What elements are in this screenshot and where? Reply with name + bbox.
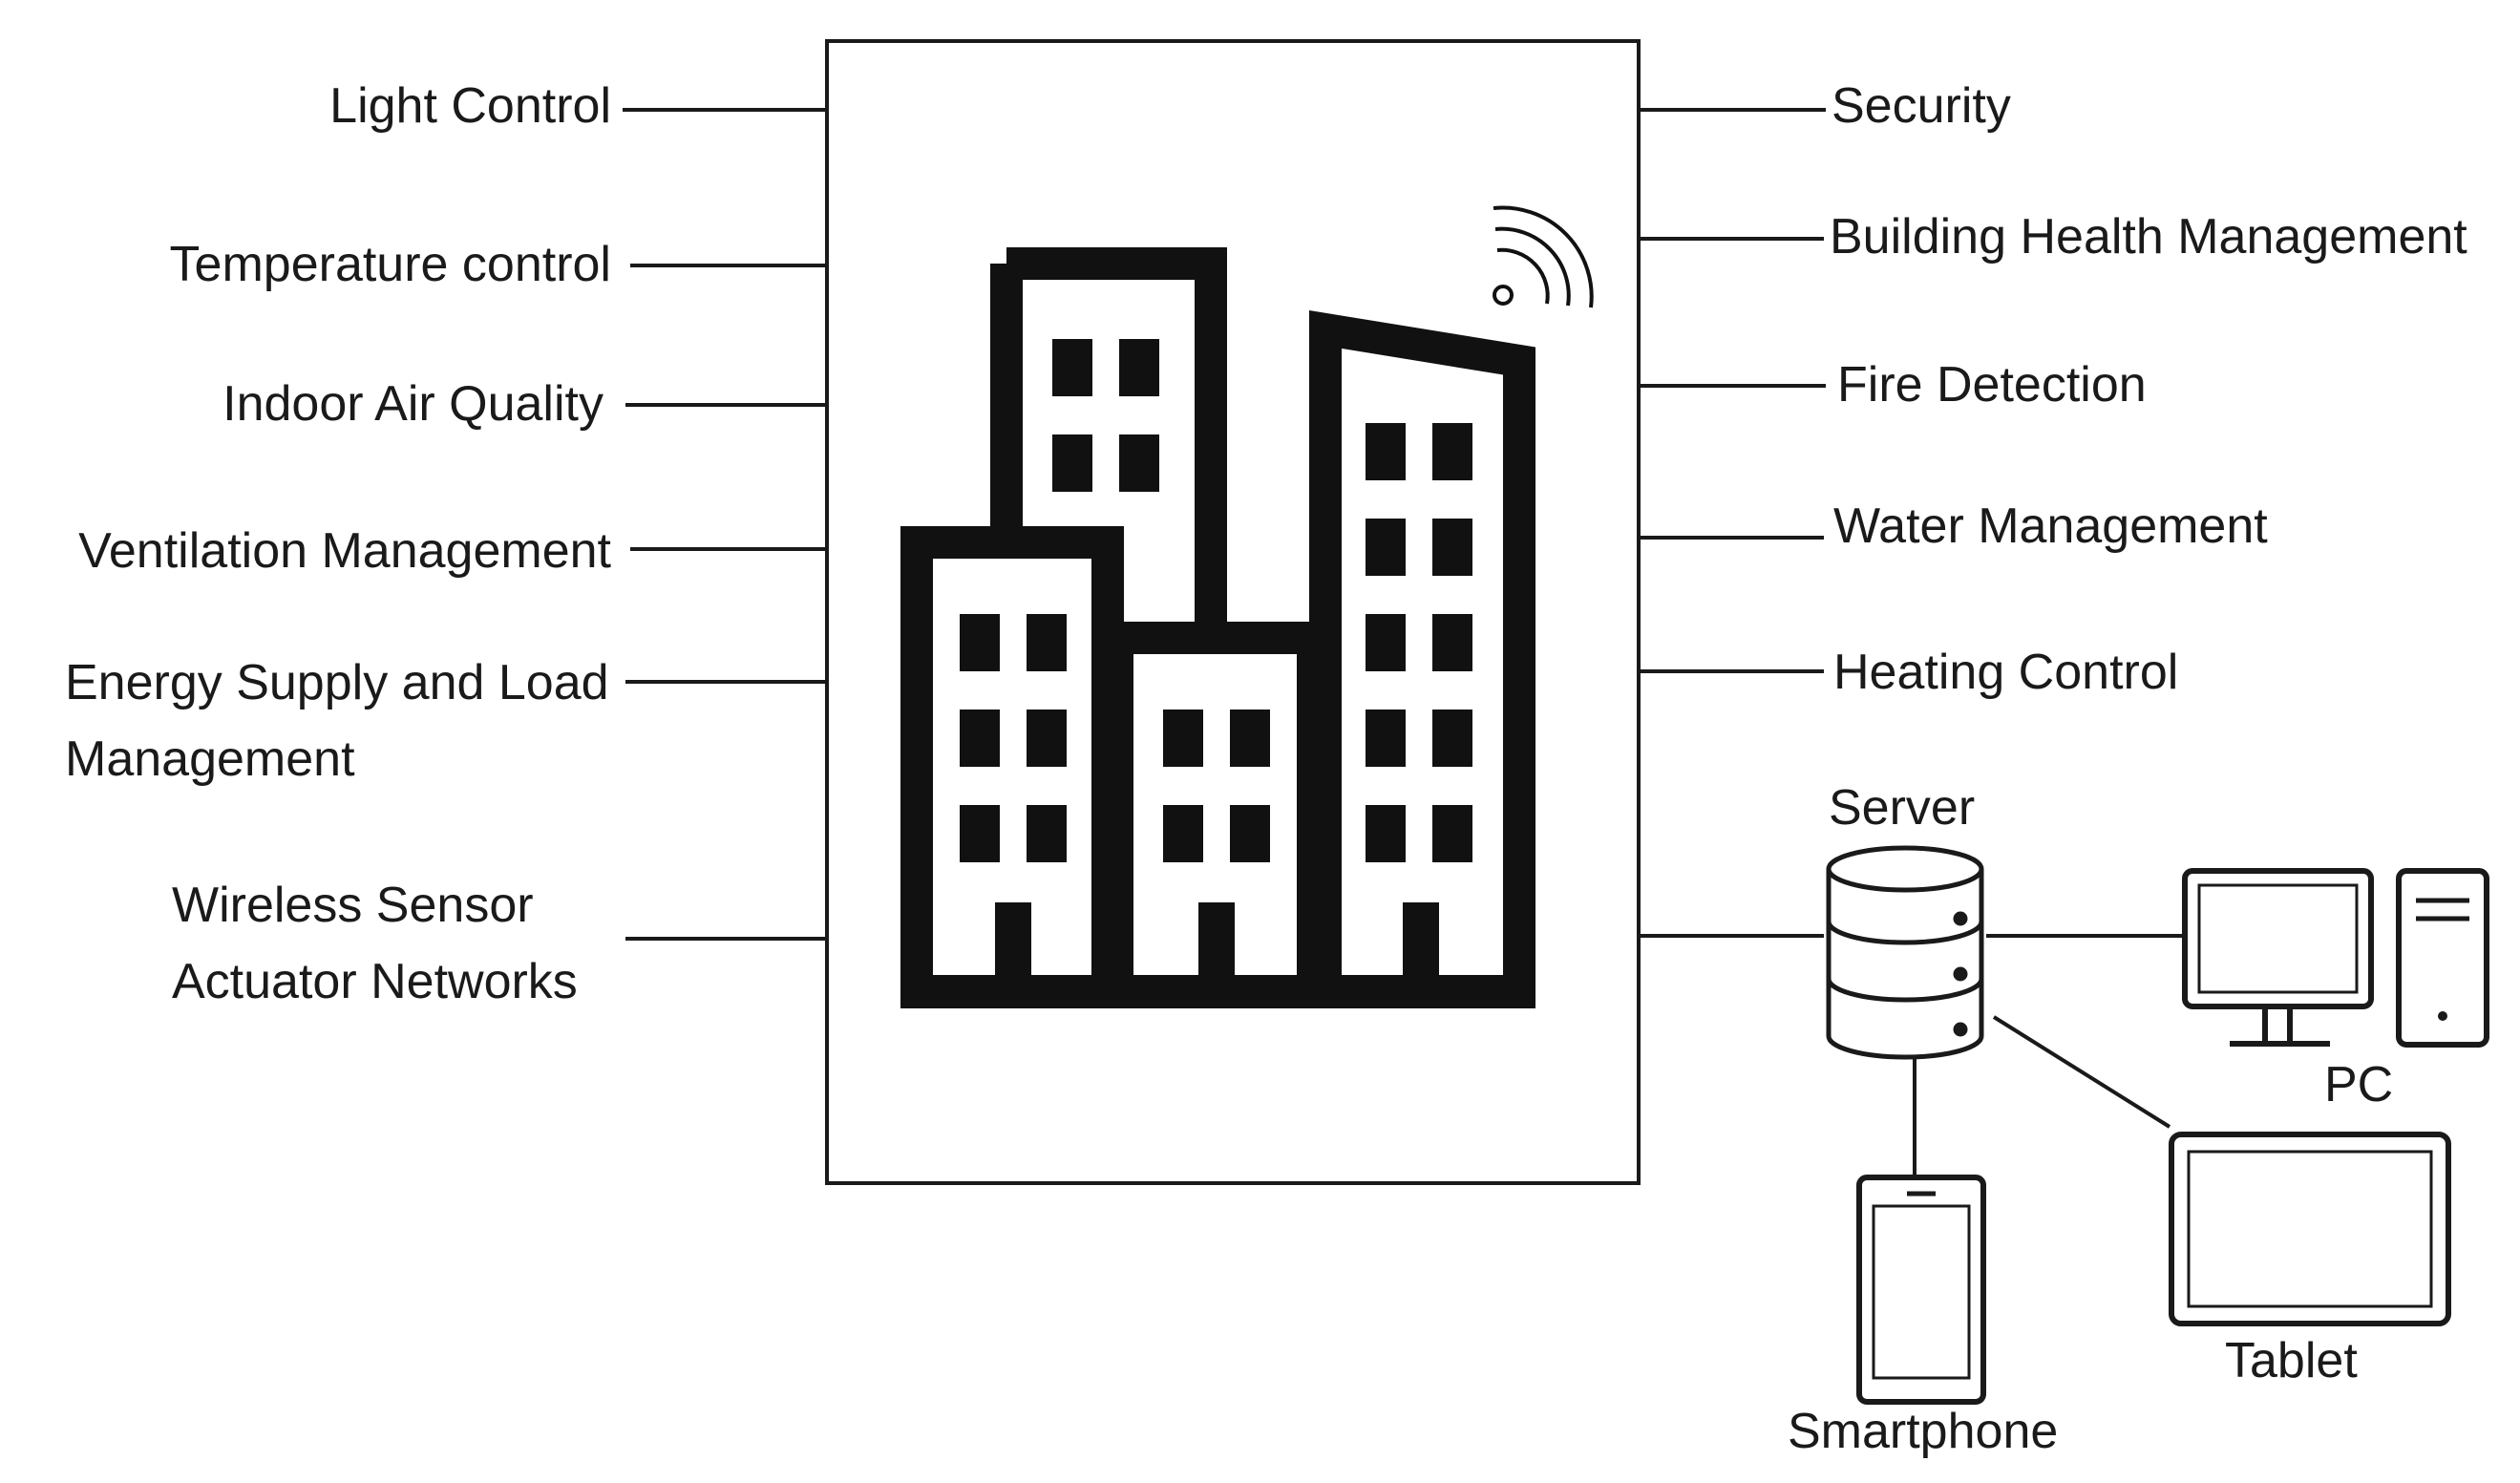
label-indoor-air-quality: Indoor Air Quality [222, 376, 604, 432]
label-temperature-control: Temperature control [170, 237, 611, 292]
label-smartphone: Smartphone [1788, 1404, 2058, 1459]
building-icon [900, 247, 1535, 1008]
label-heating-control: Heating Control [1833, 645, 2178, 700]
label-pc: PC [2324, 1057, 2393, 1112]
right-connector-lines [1639, 108, 1826, 938]
left-connector-lines [623, 108, 827, 941]
tablet-icon [2169, 1132, 2451, 1326]
building-frame [825, 39, 1641, 1185]
connector-server-tablet [1992, 1015, 2171, 1129]
label-fire-detection: Fire Detection [1837, 357, 2147, 413]
label-security: Security [1832, 78, 2011, 134]
server-database-icon [1826, 845, 1984, 1060]
label-wireless-sensor: Wireless Sensor Actuator Networks [172, 878, 578, 1009]
label-energy-supply: Energy Supply and Load Management [65, 655, 623, 787]
label-water-management: Water Management [1833, 498, 2268, 554]
label-building-health: Building Health Management [1830, 209, 2467, 265]
wifi-icon [1493, 205, 1594, 308]
label-ventilation-management: Ventilation Management [78, 523, 611, 579]
smartphone-icon [1856, 1175, 1986, 1405]
label-server: Server [1829, 780, 1975, 836]
label-tablet: Tablet [2225, 1333, 2358, 1388]
label-light-control: Light Control [329, 78, 611, 134]
desktop-computer-icon [2182, 868, 2489, 1048]
